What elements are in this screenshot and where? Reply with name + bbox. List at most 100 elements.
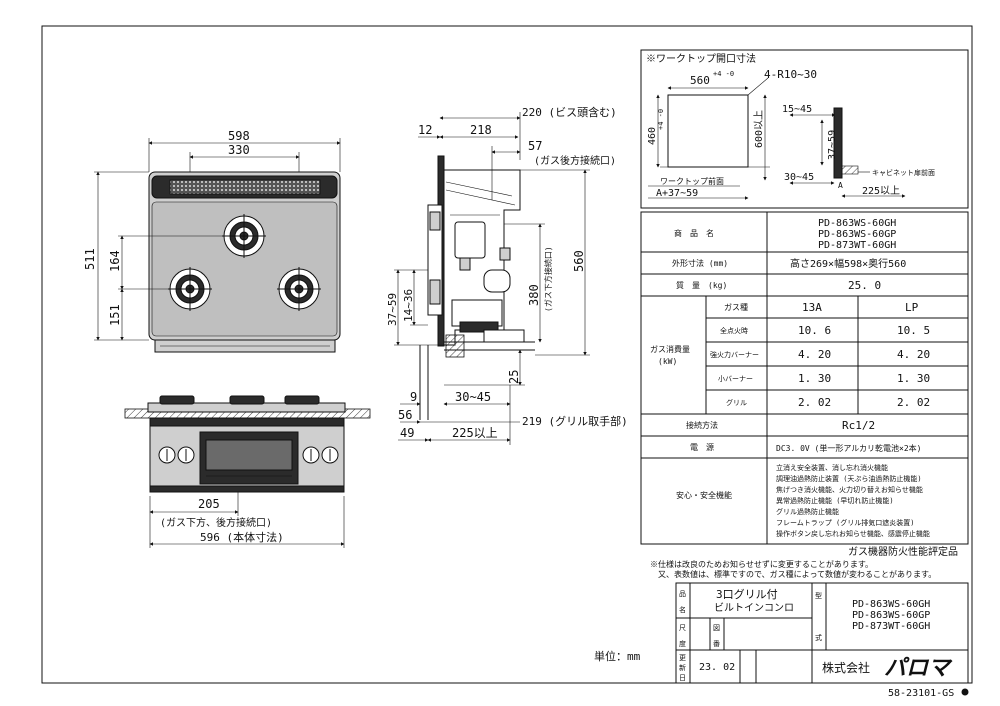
company-logo: パロマ — [884, 656, 953, 681]
inset-cabinet-front: キャビネット扉前面 — [872, 168, 935, 177]
knob-right-icon — [302, 446, 339, 464]
inset-a-label: A+37~59 — [656, 188, 698, 199]
dim-380: 380 — [527, 284, 541, 306]
tb-ban: 番 — [713, 640, 720, 648]
tb-zu: 図 — [713, 624, 720, 632]
tb-mei: 名 — [679, 605, 686, 614]
inset-d225: 225以上 — [862, 185, 900, 197]
mass-label: 質 量 (kg) — [676, 280, 727, 290]
safety-item-1: 立消え安全装置、消し忘れ消火機能 — [776, 463, 888, 472]
inset-worktop-front: ワークトップ前面 — [660, 176, 724, 186]
row-all-label: 全点火時 — [720, 326, 748, 335]
product-name-label: 商 品 名 — [674, 228, 714, 238]
spec-table: 商 品 名 PD-863WS-60GH PD-863WS-60GP PD-873… — [640, 211, 969, 545]
power-value: DC3. 0V (単一形アルカリ乾電池×2本) — [776, 443, 921, 453]
title-block: 品 名 3口グリル付 ビルトインコンロ 型 式 PD-863WS-60GH PD… — [675, 582, 969, 684]
drawing-number-mark-icon — [961, 688, 969, 696]
inset-title: ※ワークトップ開口寸法 — [646, 52, 756, 65]
front-view: 598 330 — [83, 129, 341, 353]
installed-front-view: 205 (ガス下方、後方接続口) 596 (本体寸法) — [124, 395, 371, 548]
gas-cons-label: ガス消費量 — [650, 344, 690, 354]
sheet-border — [41, 25, 973, 684]
revision-date: 23. 02 — [699, 662, 735, 673]
product-name-3: PD-873WT-60GH — [818, 240, 896, 251]
inset-d30-45: 30~45 — [784, 172, 814, 183]
section-view: 220 (ビス頭含む) 218 12 57 (ガス後方接続口) 560 — [386, 105, 628, 445]
dim-12: 12 — [418, 123, 432, 137]
row-small-a: 1. 30 — [798, 372, 831, 385]
row-grill-a: 2. 02 — [798, 396, 831, 409]
dim-219: 219 (グリル取手部) — [522, 414, 628, 428]
safety-item-3: 焦げつき消火機能、火力切り替えお知らせ機能 — [776, 485, 923, 494]
dim-164: 164 — [108, 250, 122, 272]
dim-37-59-left: 37~59 — [386, 293, 399, 326]
tb-kata: 型 — [815, 591, 822, 600]
vent-grille-holes — [169, 179, 321, 195]
dim-596: 596 (本体寸法) — [200, 530, 284, 544]
safety-item-2: 調理油過熱防止装置 (天ぷら油過熱防止機能) — [776, 474, 922, 483]
knob-left-icon — [158, 446, 195, 464]
dim-560: 560 — [572, 250, 586, 272]
unit-label: 単位：mm — [594, 649, 641, 663]
company-prefix: 株式会社 — [822, 660, 870, 675]
dim-598: 598 — [228, 129, 250, 143]
model-3: PD-873WT-60GH — [852, 621, 930, 632]
dim-225: 225以上 — [452, 426, 498, 440]
dim-25: 25 — [507, 370, 521, 384]
dim-218: 218 — [470, 123, 492, 137]
inset-w560: 560 — [690, 74, 710, 87]
safety-item-5: グリル過熱防止機能 — [776, 507, 839, 516]
dim-49: 49 — [400, 426, 414, 440]
dim-9: 9 — [410, 390, 417, 404]
product-name-2: PD-863WS-60GP — [818, 229, 896, 240]
row-strong-a: 4. 20 — [798, 348, 831, 361]
dim-57: 57 — [528, 139, 542, 153]
tb-shin: 新 — [679, 663, 686, 672]
safety-item-7: 操作ボタン戻し忘れお知らせ機能、感震停止機能 — [776, 529, 930, 538]
tb-kou: 更 — [679, 654, 686, 662]
inset-a-mark: A — [838, 181, 843, 190]
tb-hin: 品 — [679, 590, 686, 598]
tb-hi: 日 — [679, 674, 686, 682]
connect-label: 接続方法 — [686, 420, 718, 430]
gas-rear-label: (ガス後方接続口) — [534, 154, 616, 167]
dim-220: 220 (ビス頭含む) — [522, 105, 617, 119]
connect-value: Rc1/2 — [842, 419, 875, 432]
inset-d15-45: 15~45 — [782, 104, 812, 115]
dim-56: 56 — [398, 408, 412, 422]
row-grill-label: グリル — [726, 398, 747, 407]
gas-cons-unit: (kW) — [658, 357, 677, 366]
worktop-inset: ※ワークトップ開口寸法 560 +4 -0 4-R10~30 460 +4 -0… — [640, 49, 969, 209]
product-title-1: 3口グリル付 — [716, 587, 778, 601]
power-label: 電 源 — [690, 443, 714, 452]
burner-top-icon — [222, 214, 266, 258]
inset-h460: 460 — [647, 127, 658, 145]
note-line-1: ※仕様は改良のためお知らせせずに変更することがあります。 — [650, 559, 873, 569]
gas-13a: 13A — [802, 301, 822, 314]
model-2: PD-863WS-60GP — [852, 610, 930, 621]
burner-right-icon — [277, 267, 321, 311]
dims-value: 高さ269×幅598×奥行560 — [790, 257, 906, 270]
mass-value: 25. 0 — [848, 279, 881, 292]
safety-item-4: 異常過熱防止機能 (早切れ防止機能) — [776, 496, 894, 505]
row-strong-label: 強火力バーナー — [710, 350, 759, 359]
fire-cert-note: ガス機器防火性能評定品 — [848, 545, 958, 558]
burner-left-icon — [168, 267, 212, 311]
drawing-number: 58-23101-GS — [888, 688, 954, 699]
row-all-b: 10. 5 — [897, 324, 930, 337]
gas-connection-label: (ガス下方、後方接続口) — [160, 516, 272, 529]
inset-h460-tol: +4 -0 — [657, 109, 665, 130]
model-1: PD-863WS-60GH — [852, 599, 930, 610]
dim-330: 330 — [228, 143, 250, 157]
dim-205: 205 — [198, 497, 220, 511]
row-strong-b: 4. 20 — [897, 348, 930, 361]
gas-type-label: ガス種 — [724, 302, 748, 312]
inset-corner: 4-R10~30 — [764, 68, 817, 81]
product-name-1: PD-863WS-60GH — [818, 218, 896, 229]
tb-do: 度 — [679, 639, 686, 648]
dim-14-36: 14~36 — [402, 289, 415, 322]
inset-over600: 600以上 — [753, 110, 765, 148]
inset-w560-tol: +4 -0 — [713, 70, 734, 78]
dims-label: 外形寸法 (mm) — [672, 258, 728, 268]
